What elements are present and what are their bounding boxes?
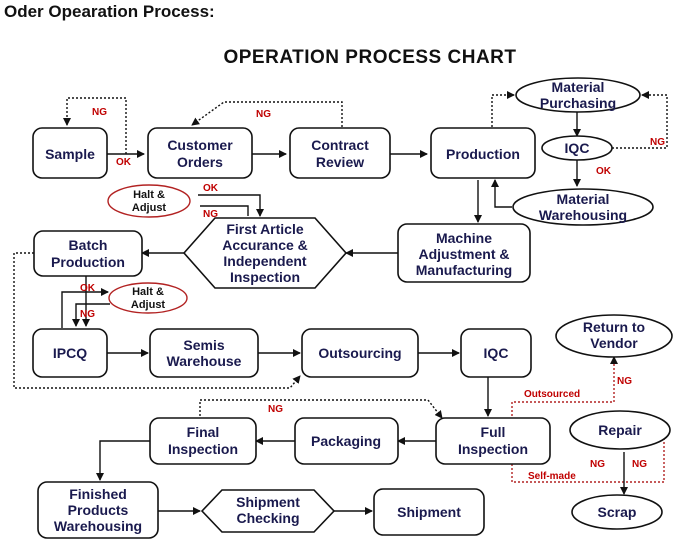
svg-text:First Article: First Article — [226, 221, 303, 237]
svg-text:Vendor: Vendor — [590, 335, 638, 351]
node-iqc-top: IQC — [541, 135, 613, 161]
svg-text:Inspection: Inspection — [168, 441, 238, 457]
svg-text:Full: Full — [481, 424, 506, 440]
node-sample: Sample — [32, 127, 108, 179]
svg-text:Warehousing: Warehousing — [539, 207, 627, 223]
svg-text:Inspection: Inspection — [458, 441, 528, 457]
node-shipment: Shipment — [373, 488, 485, 536]
tag-ok: OK — [116, 157, 132, 168]
svg-text:Return to: Return to — [583, 319, 645, 335]
svg-text:Machine: Machine — [436, 230, 492, 246]
tag-ng: NG — [203, 209, 218, 220]
node-scrap: Scrap — [571, 494, 663, 530]
svg-text:Semis: Semis — [183, 337, 224, 353]
svg-text:Outsourcing: Outsourcing — [318, 345, 401, 361]
svg-text:Manufacturing: Manufacturing — [416, 262, 512, 278]
svg-text:Shipment: Shipment — [236, 494, 300, 510]
node-iqc-mid: IQC — [460, 328, 532, 378]
svg-text:Repair: Repair — [598, 422, 642, 438]
svg-text:Review: Review — [316, 154, 364, 170]
svg-text:Adjust: Adjust — [131, 299, 166, 311]
svg-text:IQC: IQC — [565, 140, 590, 156]
chart-title: OPERATION PROCESS CHART — [223, 47, 517, 68]
node-finished-products: Finished Products Warehousing — [37, 481, 159, 539]
svg-text:Checking: Checking — [236, 510, 299, 526]
node-material-warehousing: Material Warehousing — [512, 188, 654, 226]
tag-ok: OK — [596, 166, 612, 177]
svg-text:Warehouse: Warehouse — [167, 353, 242, 369]
page-title: Oder Opearation Process: — [4, 2, 215, 21]
svg-text:Adjustment &: Adjustment & — [419, 246, 510, 262]
svg-text:Material: Material — [552, 79, 605, 95]
node-final-inspection: Final Inspection — [149, 417, 257, 465]
svg-text:IPCQ: IPCQ — [53, 345, 87, 361]
node-outsourcing: Outsourcing — [301, 328, 419, 378]
node-halt-adjust-2: Halt & Adjust — [108, 282, 188, 314]
svg-text:Final: Final — [187, 424, 220, 440]
node-production: Production — [430, 127, 536, 179]
node-batch-production: Batch Production — [33, 230, 143, 277]
node-customer-orders: Customer Orders — [147, 127, 253, 179]
svg-text:Products: Products — [68, 502, 129, 518]
svg-text:Finished: Finished — [69, 486, 127, 502]
connectors — [13, 91, 668, 515]
tag-ng: NG — [617, 376, 632, 387]
svg-text:Inspection: Inspection — [230, 269, 300, 285]
node-semis-warehouse: Semis Warehouse — [149, 328, 259, 378]
svg-text:Packaging: Packaging — [311, 433, 381, 449]
svg-text:Production: Production — [446, 146, 520, 162]
tag-ng: NG — [632, 459, 647, 470]
svg-text:Production: Production — [51, 254, 125, 270]
tag-ng: NG — [256, 109, 271, 120]
svg-text:Contract: Contract — [311, 137, 369, 153]
svg-text:Accurance &: Accurance & — [222, 237, 308, 253]
flow-tags: NG OK NG NG OK OK NG OK NG NG NG Outsour… — [80, 107, 665, 482]
node-machine-adjustment: Machine Adjustment & Manufacturing — [397, 223, 531, 283]
svg-text:Shipment: Shipment — [397, 504, 461, 520]
tag-self-made: Self-made — [528, 471, 576, 482]
svg-text:Adjust: Adjust — [132, 202, 167, 214]
svg-text:Scrap: Scrap — [598, 504, 637, 520]
svg-text:Sample: Sample — [45, 146, 95, 162]
node-first-article: First Article Accurance & Independent In… — [182, 217, 348, 289]
node-ipcq: IPCQ — [32, 328, 108, 378]
tag-ng: NG — [268, 404, 283, 415]
svg-text:Halt &: Halt & — [133, 189, 165, 201]
node-contract-review: Contract Review — [289, 127, 391, 179]
node-full-inspection: Full Inspection — [435, 417, 551, 465]
node-shipment-checking: Shipment Checking — [200, 489, 336, 533]
tag-ng: NG — [80, 309, 95, 320]
svg-text:Material: Material — [557, 191, 610, 207]
svg-text:Customer: Customer — [167, 137, 233, 153]
svg-text:Warehousing: Warehousing — [54, 518, 142, 534]
tag-ok: OK — [203, 183, 219, 194]
tag-ng: NG — [92, 107, 107, 118]
svg-text:Batch: Batch — [69, 237, 108, 253]
node-return-to-vendor: Return to Vendor — [555, 314, 673, 358]
tag-outsourced: Outsourced — [524, 389, 580, 400]
tag-ng: NG — [590, 459, 605, 470]
svg-text:Orders: Orders — [177, 154, 223, 170]
node-material-purchasing: Material Purchasing — [515, 77, 641, 113]
node-repair: Repair — [569, 410, 671, 450]
svg-text:IQC: IQC — [484, 345, 509, 361]
svg-text:Independent: Independent — [223, 253, 307, 269]
node-halt-adjust-1: Halt & Adjust — [107, 184, 191, 218]
tag-ok: OK — [80, 283, 96, 294]
tag-ng: NG — [650, 137, 665, 148]
node-packaging: Packaging — [294, 417, 399, 465]
svg-text:Purchasing: Purchasing — [540, 95, 616, 111]
svg-text:Halt &: Halt & — [132, 286, 164, 298]
